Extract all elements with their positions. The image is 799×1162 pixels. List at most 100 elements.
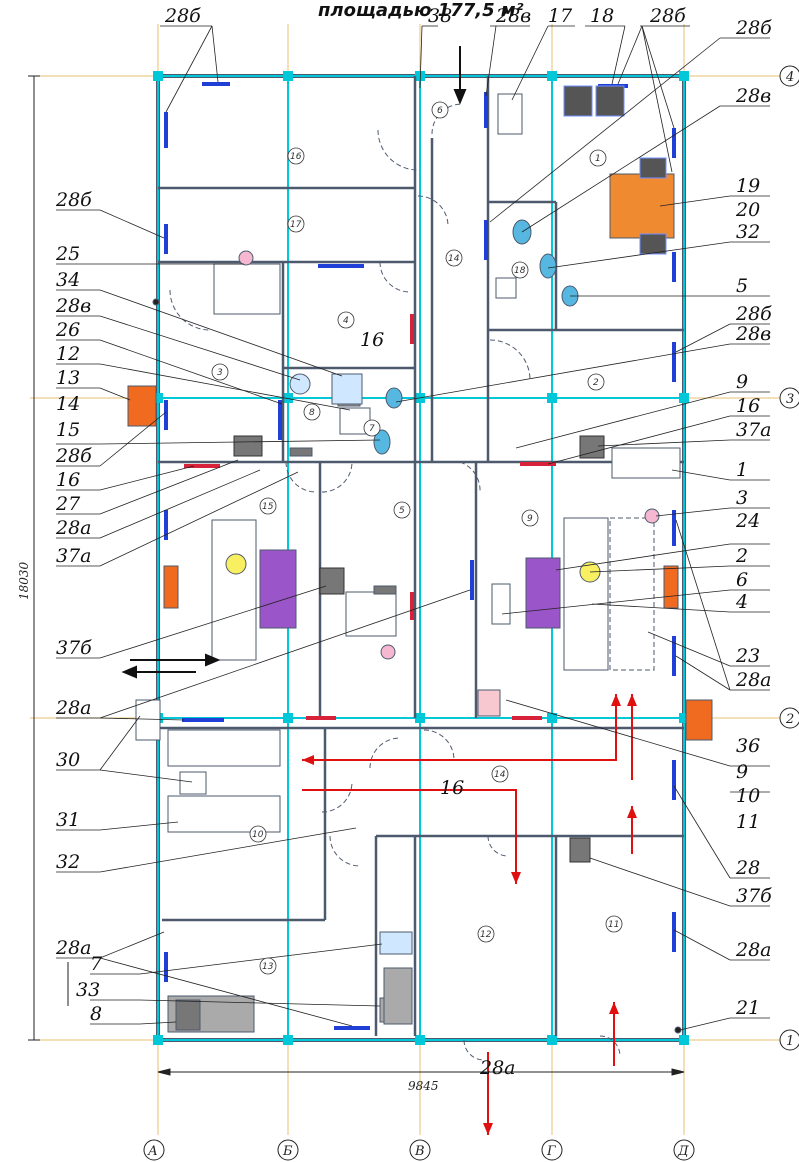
height-dimension: 18030 [17,561,31,600]
callout-right-16: 16 [736,395,760,417]
callout-left-37a: 37а [56,545,92,567]
callout-left-28a-1: 28а [55,517,92,539]
furniture [127,85,713,1033]
fire-doors [184,314,556,720]
room-14-upper: 14 [448,254,460,264]
callout-left-15: 15 [56,419,80,441]
callout-right-4: 4 [735,591,748,613]
callout-left-28b-1: 28б [55,189,92,211]
route-arrowheads [302,694,637,1135]
callout-right-3: 3 [736,487,748,509]
callout-top-28b-left: 28б [164,5,201,27]
room-4: 4 [343,316,349,326]
callout-left-27: 27 [55,493,81,515]
room-11: 11 [608,920,619,930]
callout-right-28v-1: 28в [735,85,771,107]
room-7: 7 [369,424,375,434]
callout-right-28b-2: 28б [735,303,772,325]
room-10: 10 [252,830,264,840]
callout-left-33: 33 [76,979,100,1001]
room-8: 8 [309,408,315,418]
callout-right-28a-2: 28а [735,939,772,961]
callout-left-25: 25 [55,243,80,265]
callout-right-11: 11 [736,811,760,833]
callout-left-31: 31 [56,809,80,831]
callout-right-37b: 37б [736,885,772,907]
width-dimension: 9845 [408,1079,439,1093]
room-6: 6 [437,106,443,116]
callout-right-21: 21 [735,997,760,1019]
callout-left-12: 12 [56,343,80,365]
callout-right-28a-1: 28а [735,669,772,691]
callout-right-23: 23 [735,645,760,667]
callout-right-9: 9 [736,371,748,393]
room-13: 13 [262,962,274,972]
axis-column-a: А [147,1144,158,1159]
room-3: 3 [217,368,223,378]
callout-left-7: 7 [90,953,103,975]
room-12: 12 [480,930,492,940]
callout-right-37a: 37а [736,419,772,441]
door-swings [169,103,621,1061]
room-18: 18 [514,266,526,276]
room-number-circles [211,101,623,975]
room-17: 17 [290,220,302,230]
callout-left-28b-2: 28б [55,445,92,467]
callout-right-20: 20 [735,199,760,221]
callout-left-8: 8 [90,1003,102,1025]
room-15: 15 [262,502,274,512]
evacuation-routes [302,694,633,1135]
callout-top-18: 18 [590,5,614,27]
callout-right-28v-2: 28в [735,323,771,345]
interior-walls [158,76,684,1036]
axis-row-1: 1 [786,1034,794,1049]
axis-column-g: Г [546,1144,556,1159]
callout-right-5: 5 [736,275,748,297]
room-9: 9 [527,514,533,524]
callout-right-32: 32 [736,221,760,243]
column-nodes [153,71,689,1045]
callout-top-28b-right: 28б [649,5,686,27]
callout-right-2: 2 [735,545,748,567]
callout-top-28v: 28в [495,5,531,27]
callout-left-14: 14 [56,393,80,415]
axis-bubbles [143,65,799,1161]
callout-plan-28a-bottom: 28а [479,1057,516,1079]
callout-right-9b: 9 [736,761,748,783]
callout-left-32: 32 [56,851,80,873]
callout-top-17: 17 [548,5,573,27]
callout-right-28: 28 [735,857,760,879]
callout-right-1: 1 [736,459,748,481]
entry-arrows [121,46,467,679]
callout-right-19: 19 [736,175,760,197]
room-2: 2 [593,378,599,388]
room-1: 1 [595,154,601,164]
fixtures [152,219,682,1034]
room-16: 16 [290,152,302,162]
axis-column-v: В [414,1144,425,1159]
callout-left-26: 26 [55,319,80,341]
callout-plan-16-lower: 16 [440,777,464,799]
callout-left-37b: 37б [56,637,92,659]
dimension-lines [28,75,685,1076]
callout-left-30: 30 [56,749,80,771]
callout-right-36: 36 [736,735,760,757]
callout-right-28b-1: 28б [735,17,772,39]
leader-lines [56,25,770,1031]
callout-top-38: 38 [428,5,452,27]
axis-row-3: 3 [786,392,794,407]
callout-left-28v: 28в [55,295,91,317]
callout-right-6: 6 [736,569,748,591]
axis-row-2: 2 [785,712,794,727]
axis-row-4: 4 [785,70,794,85]
room-14-lower: 14 [494,770,506,780]
callout-plan-16-upper: 16 [360,329,384,351]
callout-left-34: 34 [56,269,80,291]
room-5: 5 [399,506,405,516]
plan-title: площадью 177,5 м² [318,0,524,21]
callout-right-10: 10 [736,785,760,807]
callout-left-28a-3: 28а [55,937,92,959]
axis-column-b: Б [282,1144,293,1159]
callout-left-13: 13 [56,367,80,389]
